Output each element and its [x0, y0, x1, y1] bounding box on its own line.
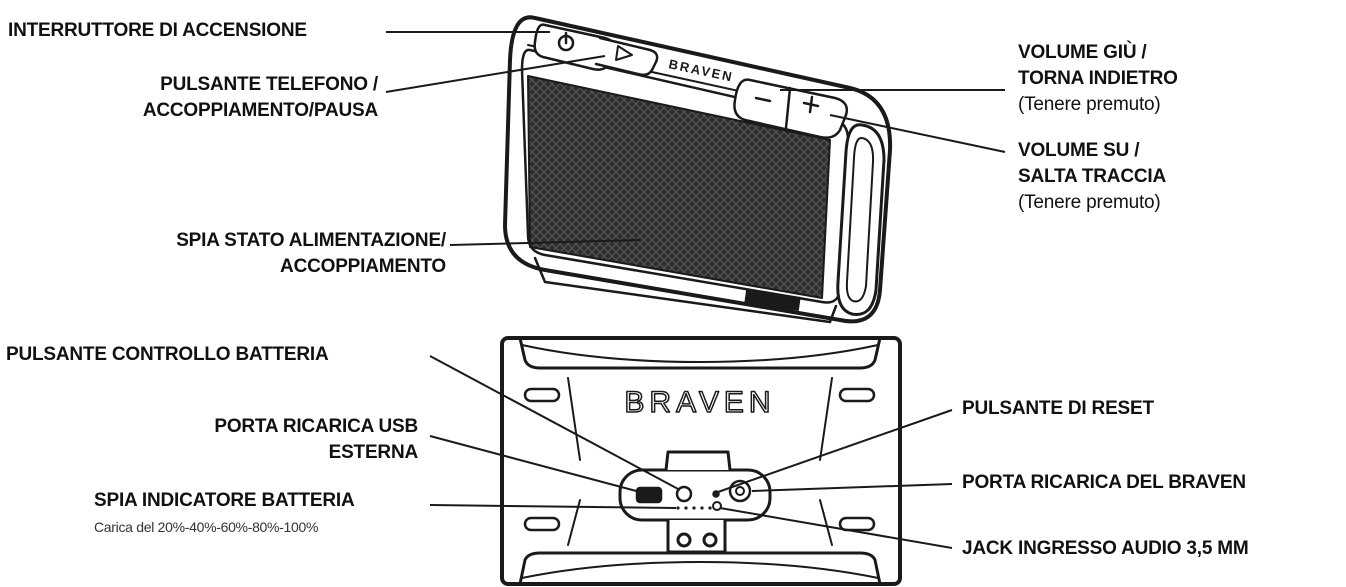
leader-phone-button: [385, 55, 606, 93]
speaker-base-badge: [744, 289, 801, 311]
speaker-base: [533, 256, 838, 324]
volume-buttons-housing: [733, 78, 849, 139]
label-phone-button: PULSANTE TELEFONO / ACCOPPIAMENTO/PAUSA: [142, 74, 378, 121]
label-reset-button: PULSANTE DI RESET: [962, 398, 1154, 419]
leader-usb-port: [429, 435, 641, 493]
label-volume-up: VOLUME SU / SALTA TRACCIA (Tenere premut…: [1018, 140, 1166, 213]
play-icon: [615, 45, 633, 61]
speaker-end-cap-inner: [845, 136, 875, 303]
label-battery-led: SPIA INDICATORE BATTERIA Carica del 20%-…: [94, 490, 355, 535]
audio-jack[interactable]: [712, 501, 722, 511]
speaker-top-view: BRAVEN: [503, 15, 893, 324]
label-volume-down: VOLUME GIÙ / TORNA INDIETRO (Tenere prem…: [1018, 42, 1178, 115]
leader-reset: [717, 409, 953, 493]
label-audio-jack: JACK INGRESSO AUDIO 3,5 MM: [962, 538, 1249, 559]
speaker-bottom-view: BRAVEN: [500, 336, 902, 586]
label-status-led: SPIA STATO ALIMENTAZIONE/ ACCOPPIAMENTO: [176, 230, 446, 277]
battery-check-button[interactable]: [675, 485, 693, 503]
bottom-top-rail: [518, 336, 882, 370]
plus-icon: [802, 95, 820, 114]
battery-indicator-leds: [676, 506, 712, 510]
label-usb-port: PORTA RICARICA USB ESTERNA: [214, 416, 418, 463]
leader-lines: [385, 31, 1006, 549]
label-battery-check: PULSANTE CONTROLLO BATTERIA: [6, 344, 329, 365]
leader-battery-check: [429, 355, 681, 491]
leader-audio-jack: [719, 507, 953, 549]
leader-charge-port: [751, 483, 953, 492]
leader-status-led: [449, 239, 641, 246]
label-charge-port: PORTA RICARICA DEL BRAVEN: [962, 472, 1246, 493]
leader-battery-led: [429, 504, 677, 509]
speaker-end-cap: [836, 123, 886, 316]
bottom-tab: [666, 518, 727, 554]
minus-icon: [754, 96, 772, 103]
label-power-switch: INTERRUTTORE DI ACCENSIONE: [8, 20, 307, 41]
charge-port[interactable]: [728, 479, 752, 503]
leader-volume-up: [829, 114, 1006, 153]
speaker-grille: [527, 75, 831, 299]
mounting-slots: [523, 387, 876, 532]
reset-button[interactable]: [712, 490, 720, 498]
speaker-inner-frame: [520, 48, 850, 304]
panel-clip: [664, 450, 732, 472]
brand-bottom: BRAVEN: [624, 386, 775, 419]
usb-port[interactable]: [635, 486, 663, 504]
